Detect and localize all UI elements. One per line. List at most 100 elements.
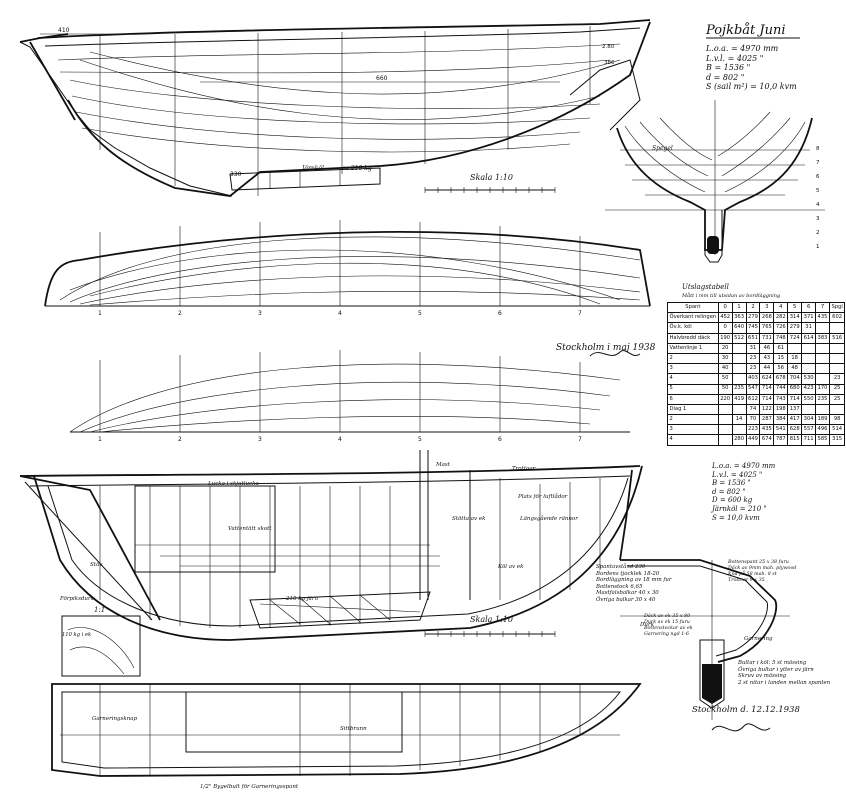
sittbrunn-label: Sittbrunn (340, 726, 367, 732)
offset-table-cell: 0 (717, 322, 733, 334)
offset-table-cell: 363 (731, 312, 747, 324)
offset-table-cell: 279 (745, 312, 761, 324)
construction-dimensions: L.o.a. = 4970 mm L.v.l. = 4025 " B = 153… (712, 462, 775, 522)
offset-table-cell: 314 (787, 312, 803, 324)
offset-header-cell: 7 (815, 301, 830, 314)
cdim-row-lvl: L.v.l. = 4025 " (712, 470, 763, 479)
offset-table-cell (801, 363, 817, 375)
offset-table-cell: Öv.k. köl (667, 322, 719, 334)
offset-table-cell: 711 (801, 434, 817, 446)
mast-label: Mast (435, 462, 451, 468)
offset-header-cell: 1 (731, 301, 747, 314)
signature-construction-date: Stockholm d. 12.12.1938 (692, 705, 800, 715)
offset-header-cell: 4 (773, 301, 789, 314)
dim-top-label: 410 (58, 27, 70, 34)
cdim-row-b: B = 1536 " (712, 479, 751, 488)
garnering-label: Garnering (744, 636, 773, 642)
offset-header-cell: 3 (759, 301, 775, 314)
fastening-note: Bultar i köl: 5 st mässing (738, 660, 807, 666)
offset-table-cell: 514 (828, 424, 846, 436)
diag-station-4: 4 (338, 436, 342, 443)
keel-dim-label: 330 (230, 171, 242, 178)
dim-row-b: B = 1536 " (706, 63, 751, 73)
offset-table-cell (815, 342, 830, 354)
offset-table-cell: 714 (759, 393, 775, 405)
offset-table-cell: 496 (815, 424, 830, 436)
offset-table-cell: 680 (787, 383, 803, 395)
diagonals-view: 1 2 3 4 5 6 7 Stockholm i maj 1938 (69, 343, 656, 443)
offset-table-cell: 624 (759, 373, 775, 385)
offset-table-cell: 20 (717, 342, 733, 354)
section-label: Däck av 9mm mah. plywood (728, 566, 797, 571)
station-label-7: 7 (578, 310, 582, 317)
offset-table-cell: 3 (667, 363, 719, 375)
section-label: Knä på 58 mah. 8 st (728, 572, 777, 577)
body-plan-label-4: 4 (816, 202, 820, 208)
scale-label-top: Skala 1:10 (470, 173, 513, 182)
scale-bar-top: Skala 1:10 (424, 173, 556, 193)
offset-table-cell: 704 (787, 373, 803, 385)
offset-table-cell (828, 322, 846, 334)
midship-section-view: Durk Garnering (620, 559, 790, 720)
signature-scribble-1 (589, 350, 641, 357)
offset-table-cell: 279 (787, 322, 803, 334)
offset-table-cell: 282 (773, 312, 789, 324)
offset-table-cell: 280 (731, 434, 747, 446)
offset-table-cell: 50 (717, 373, 733, 385)
luckor-label: Lucka i skjutlucka (207, 481, 259, 487)
offset-table-cell (828, 342, 846, 354)
section-notes: Spantavstånd 230 Bordens tjocklek 18-20 … (596, 564, 671, 604)
station-label-2: 2 (178, 310, 182, 317)
offset-table-cell: 714 (759, 383, 775, 395)
offset-table-cell: 56 (773, 363, 789, 375)
diag-station-7: 7 (578, 436, 582, 443)
offset-table-cell: 726 (773, 322, 789, 334)
section-note: Övriga balkar 30 x 40 (596, 596, 656, 603)
offset-table-cell: 557 (801, 424, 817, 436)
section-note: Mastfalsbalkar 40 x 30 (596, 590, 659, 597)
body-plan-label-1: 1 (816, 244, 820, 250)
offset-table-cell: 765 (759, 322, 775, 334)
offset-table-cell (828, 352, 846, 365)
offset-table-cell: 449 (745, 434, 761, 446)
scale-label-bottom: Skala 1:10 (470, 615, 513, 624)
dim-right-label-2: 386 (604, 60, 615, 66)
offset-table-cell: 3 (667, 424, 719, 436)
offset-table-cell: 70 (745, 414, 761, 426)
detail-section-1to1: 1:1 110 kg i ek (61, 606, 141, 677)
offset-table-cell: 304 (801, 414, 817, 426)
body-plan-label-7: 7 (816, 160, 820, 166)
dim-right-label-1: 2.80 (602, 44, 615, 50)
offset-table-cell: 235 (731, 383, 747, 395)
offset-table-cell: 43 (759, 352, 775, 365)
offset-table-cell: 31 (801, 322, 817, 334)
offset-table-cell: 628 (787, 424, 803, 436)
offset-table-cell: 731 (759, 332, 775, 344)
offset-table-cell: Överkant relingen (667, 312, 719, 324)
offset-table-cell: 452 (717, 312, 733, 324)
offset-table-cell (815, 403, 830, 416)
offset-table-cell: 674 (759, 434, 775, 446)
section-note: Bottenstock 6,65 (596, 583, 643, 590)
section-label: Garnering ngd 1-6 (644, 632, 689, 637)
keel-label: Järnköl (300, 165, 324, 172)
offset-table-cell: 44 (759, 363, 775, 375)
offset-table-cell (815, 363, 830, 375)
offset-table-cell: 530 (801, 373, 817, 385)
offset-table-cell: 516 (828, 332, 846, 344)
offset-table-cell: 170 (815, 383, 830, 395)
offset-table: Spant 0 1 2 3 4 5 6 7 Spgl Överkant reli… (667, 301, 846, 446)
offset-table-cell: 602 (828, 312, 846, 324)
fastening-note: 2 st nitar i landen mellan spanten (738, 679, 831, 686)
signature-scribble-2 (711, 723, 771, 732)
dim-row-loa: L.o.a. = 4970 mm (706, 44, 779, 53)
station-label-6: 6 (498, 310, 502, 317)
dim-row-d: d = 802 " (706, 72, 745, 82)
offset-table-cell: 547 (745, 383, 761, 395)
